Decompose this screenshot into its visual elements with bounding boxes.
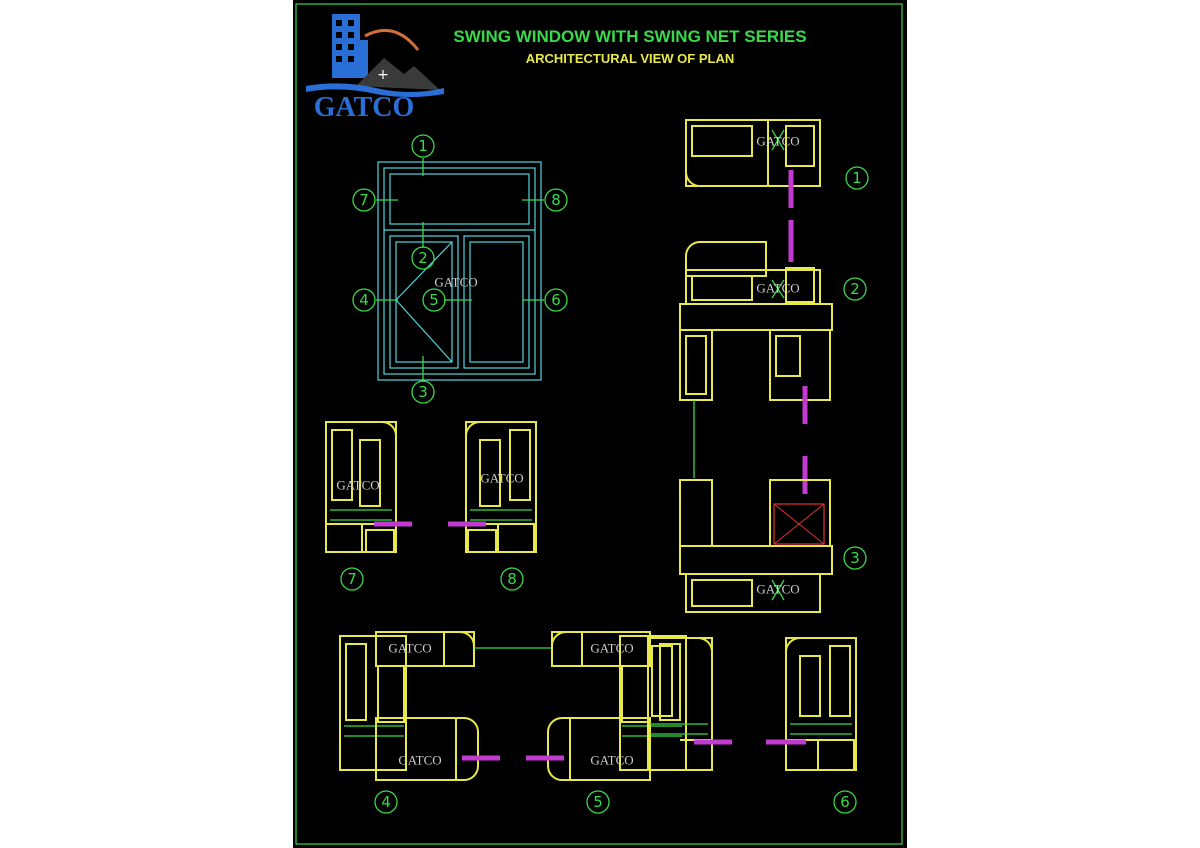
section-1-profile: GATCO xyxy=(685,119,821,208)
section-7-profile: GATCO xyxy=(325,421,412,553)
profile-label: GATCO xyxy=(388,641,431,656)
profile-label: GATCO xyxy=(480,471,523,486)
profile-label: GATCO xyxy=(398,753,441,768)
profile-label: GATCO xyxy=(756,134,799,149)
drawing-title: SWING WINDOW WITH SWING NET SERIES xyxy=(453,27,806,46)
marker-2: 2 xyxy=(418,249,428,267)
marker-8: 8 xyxy=(551,191,561,209)
profile-label: GATCO xyxy=(590,753,633,768)
section-6-number: 6 xyxy=(840,793,850,811)
section-7-number: 7 xyxy=(347,570,357,588)
elevation-markers: 1 2 3 4 5 6 7 8 xyxy=(352,134,568,404)
drawing-subtitle: ARCHITECTURAL VIEW OF PLAN xyxy=(526,51,734,66)
section-5-jamb-profile xyxy=(647,637,732,771)
company-logo: + GATCO xyxy=(306,14,444,123)
section-8-profile: GATCO xyxy=(448,421,537,553)
section-4-number: 4 xyxy=(381,793,391,811)
sheet-border xyxy=(295,3,903,845)
section-8-number: 8 xyxy=(507,570,517,588)
svg-text:+: + xyxy=(377,67,389,83)
profile-label: GATCO xyxy=(336,478,379,493)
profile-label: GATCO xyxy=(590,641,633,656)
section-2-number: 2 xyxy=(850,280,860,298)
building-icon: + xyxy=(306,14,444,97)
section-2-3-profile: GATCO GATCO xyxy=(679,220,833,613)
elevation-label: GATCO xyxy=(434,275,477,290)
marker-4: 4 xyxy=(359,291,369,309)
marker-7: 7 xyxy=(359,191,369,209)
marker-5: 5 xyxy=(429,291,439,309)
logo-text: GATCO xyxy=(314,92,415,123)
section-1-number: 1 xyxy=(852,169,862,187)
window-elevation: 1 2 3 4 5 6 7 8 GATCO xyxy=(352,134,568,404)
marker-6: 6 xyxy=(551,291,561,309)
section-6-profile xyxy=(766,637,857,771)
profile-label: GATCO xyxy=(756,281,799,296)
marker-1: 1 xyxy=(418,137,428,155)
section-5-number: 5 xyxy=(593,793,603,811)
profile-label: GATCO xyxy=(756,582,799,597)
marker-3: 3 xyxy=(418,383,428,401)
section-5-profile: GATCO GATCO xyxy=(526,631,687,781)
section-3-number: 3 xyxy=(850,549,860,567)
section-4-profile: GATCO GATCO xyxy=(339,631,500,781)
